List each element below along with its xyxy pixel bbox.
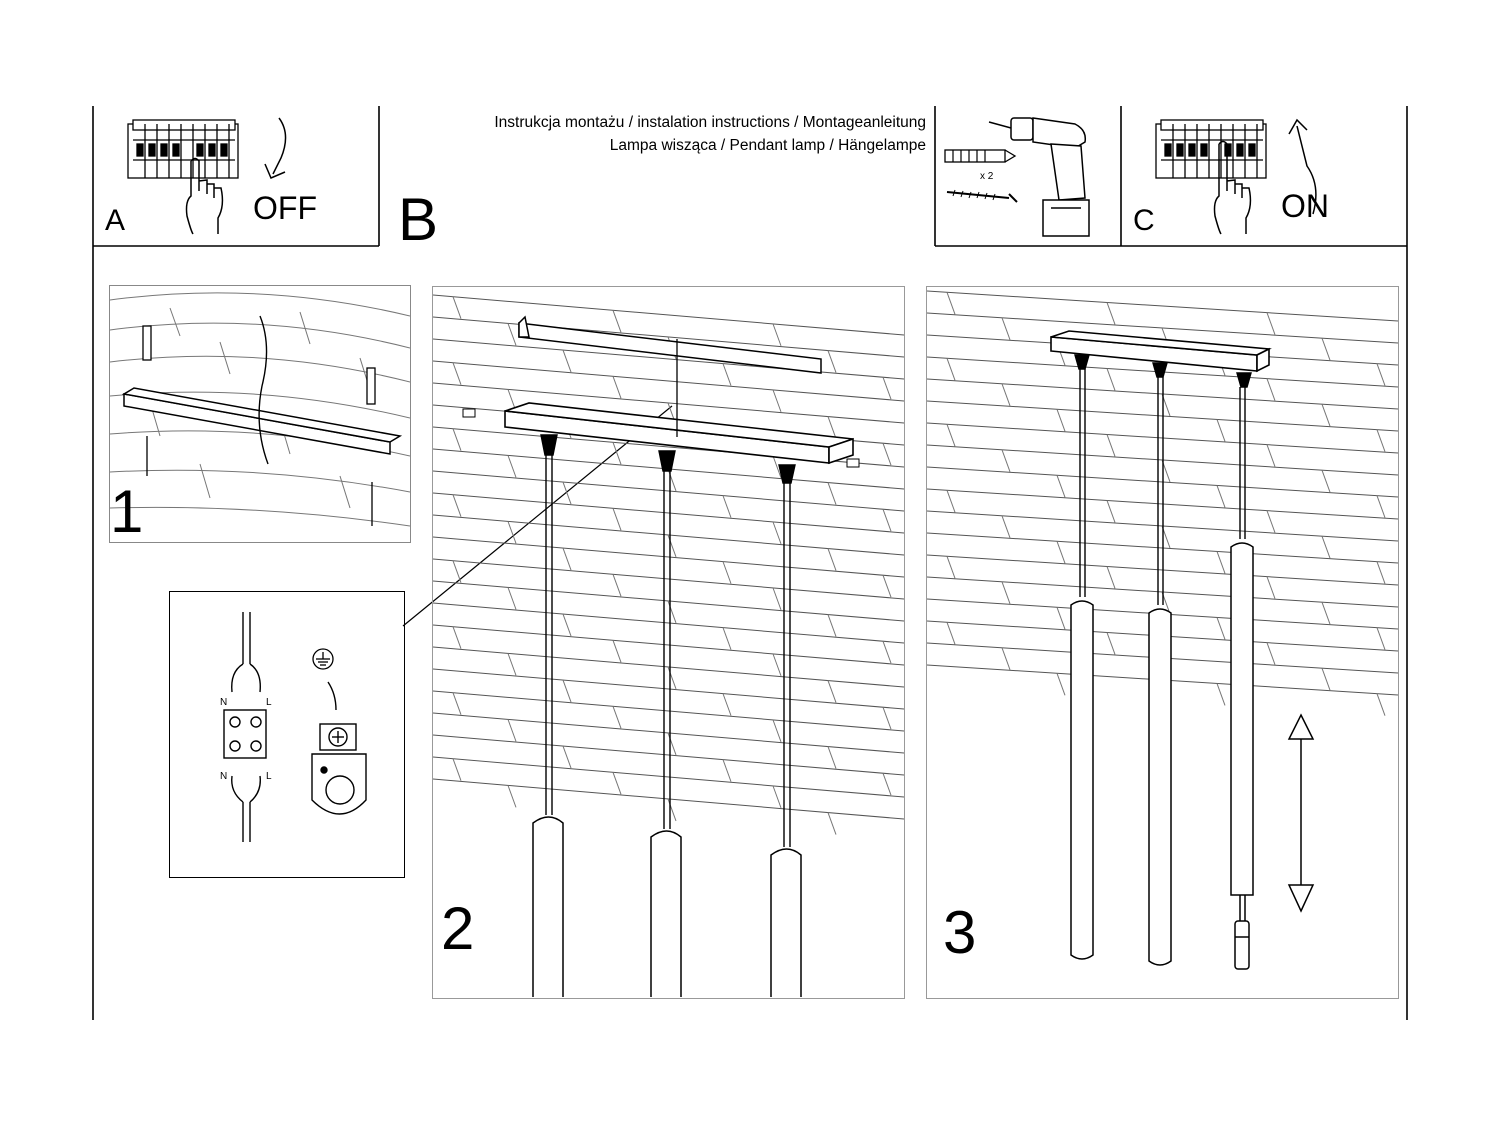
step-a-letter: A <box>105 204 126 237</box>
circuit-breaker-icon <box>127 119 239 179</box>
mounting-bracket <box>518 315 822 374</box>
pendant-cords <box>1074 354 1252 605</box>
step-c-box: C ON <box>1121 106 1407 246</box>
panel-1: 1 <box>109 285 411 543</box>
screw-icon <box>946 189 1018 203</box>
live-label-top: L <box>266 697 272 708</box>
title-line-2: Lampa wisząca / Pendant lamp / Hängelamp… <box>609 137 926 154</box>
panel-2-number: 2 <box>441 895 475 962</box>
title-line-1: Instrukcja montażu / instalation instruc… <box>494 114 926 131</box>
screw-icon <box>146 436 373 526</box>
neutral-label-bottom: N <box>220 771 228 782</box>
panel-3: 3 <box>926 286 1399 999</box>
header-title: Instrukcja montażu / instalation instruc… <box>440 114 926 155</box>
wall-plug-icon <box>142 325 376 405</box>
neutral-label-top: N <box>220 697 228 708</box>
step-a-box: A OFF <box>93 106 379 246</box>
pendant-cords <box>540 434 796 847</box>
mounting-bracket <box>121 387 403 455</box>
cable <box>258 315 269 465</box>
step-a-state-off: OFF <box>253 190 317 226</box>
ground-symbol-icon <box>312 648 334 670</box>
hand-icon <box>1213 140 1252 235</box>
step-c-state-on: ON <box>1281 188 1329 224</box>
circuit-breaker-icon <box>1155 119 1267 179</box>
drill-icon <box>988 117 1090 237</box>
pendant-tubes <box>1070 542 1254 970</box>
live-label-bottom: L <box>266 771 272 782</box>
wall-plug-icon <box>944 149 1017 163</box>
panel-3-number: 3 <box>943 899 977 966</box>
canopy <box>504 402 854 465</box>
ground-clamp <box>311 681 367 815</box>
step-c-letter: C <box>1133 204 1155 237</box>
step-b-letter: B <box>398 186 439 253</box>
screw-icon <box>462 408 860 468</box>
terminal-block-icon <box>223 612 267 842</box>
panel-1-number: 1 <box>110 478 144 543</box>
double-arrow-icon <box>1287 713 1315 913</box>
ceiling-planks <box>433 294 904 835</box>
drill-box: x 2 <box>935 106 1121 246</box>
arrow-down-icon <box>264 117 287 179</box>
pendant-tubes <box>532 816 802 997</box>
hand-icon <box>185 157 224 235</box>
canopy <box>1050 330 1272 373</box>
anchor-quantity: x 2 <box>980 171 994 182</box>
wiring-detail: N L N L <box>169 591 405 878</box>
panel-2: 2 <box>432 286 905 999</box>
arrow-up-icon <box>1288 118 1317 215</box>
cable <box>676 339 678 437</box>
